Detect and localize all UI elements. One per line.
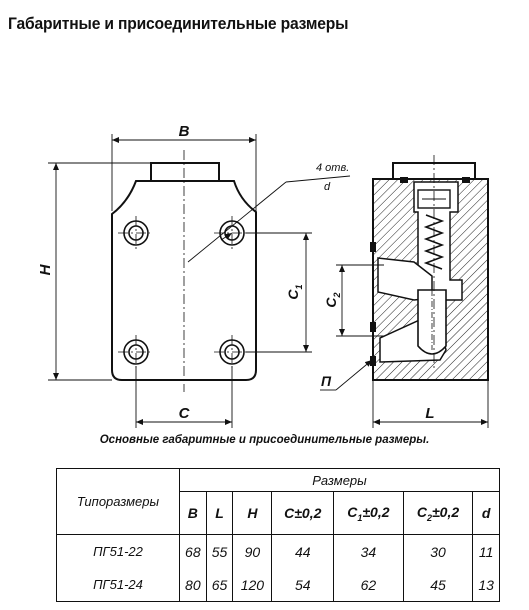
value-cell: 13 bbox=[472, 568, 500, 602]
value-cell: 62 bbox=[333, 568, 404, 602]
label-C1: C1 bbox=[285, 284, 304, 299]
column-header: B bbox=[179, 491, 207, 535]
type-cell: ПГ51-24 bbox=[56, 568, 180, 602]
label-holes-d: d bbox=[324, 181, 331, 193]
label-C: C bbox=[179, 405, 191, 422]
label-P: П bbox=[321, 373, 332, 389]
label-C2: C2 bbox=[323, 292, 342, 307]
sizes-header: Размеры bbox=[179, 468, 500, 492]
drawing-labels: B H C C1 C2 4 отв. d П L bbox=[37, 123, 435, 422]
value-cell: 44 bbox=[271, 534, 335, 568]
value-cell: 120 bbox=[232, 568, 273, 602]
value-cell: 65 bbox=[205, 568, 234, 602]
value-cell: 55 bbox=[205, 534, 234, 568]
column-header: C2±0,2 bbox=[402, 491, 474, 535]
column-header: d bbox=[472, 491, 500, 535]
column-header: H bbox=[232, 491, 273, 535]
page-title: Габаритные и присоединительные размеры bbox=[8, 14, 349, 33]
value-cell: 30 bbox=[402, 534, 474, 568]
drawing-caption: Основные габаритные и присоединительные … bbox=[99, 434, 430, 446]
column-header: C1±0,2 bbox=[333, 491, 404, 535]
value-cell: 90 bbox=[232, 534, 273, 568]
value-cell: 68 bbox=[179, 534, 207, 568]
front-view bbox=[111, 150, 257, 392]
front-body-outline bbox=[111, 180, 257, 381]
center-lines bbox=[118, 150, 250, 392]
label-H: H bbox=[37, 263, 54, 275]
poppet bbox=[417, 289, 447, 355]
column-header: L bbox=[205, 491, 234, 535]
side-dimensions bbox=[320, 264, 489, 428]
value-cell: 45 bbox=[402, 568, 474, 602]
type-cell: ПГ51-22 bbox=[56, 534, 180, 568]
label-holes: 4 отв. bbox=[316, 162, 349, 174]
front-top-boss bbox=[150, 162, 220, 182]
type-header: Типоразмеры bbox=[56, 468, 180, 535]
value-cell: 34 bbox=[333, 534, 404, 568]
value-cell: 54 bbox=[271, 568, 335, 602]
column-header: C±0,2 bbox=[271, 491, 335, 535]
side-section-view bbox=[370, 155, 489, 381]
label-L: L bbox=[425, 405, 434, 422]
table-header-row-1: Типоразмеры Размеры bbox=[56, 468, 500, 535]
value-cell: 80 bbox=[179, 568, 207, 602]
technical-drawing: B H C C1 C2 4 отв. d П L bbox=[37, 123, 489, 428]
value-cell: 11 bbox=[472, 534, 500, 568]
front-dimensions bbox=[48, 134, 351, 428]
label-B: B bbox=[179, 123, 190, 140]
